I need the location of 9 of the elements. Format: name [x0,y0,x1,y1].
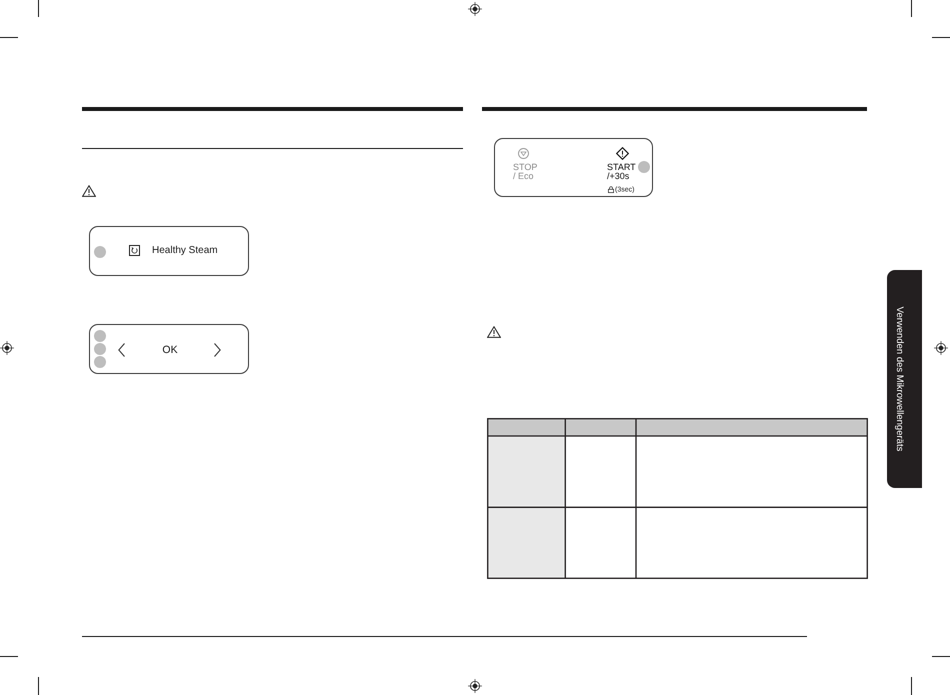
control-panel [89,226,249,276]
button-label: Healthy Steam [152,246,218,256]
tab-label: Verwenden des Mikrowellengeräts [894,306,904,452]
stop-button-label: STOP / Eco [513,163,538,181]
control-panel [89,324,249,374]
section-tab [887,270,922,488]
start-button-label: START /+30s [607,163,636,181]
control-panel [494,138,653,197]
button-label: OK [162,344,178,356]
